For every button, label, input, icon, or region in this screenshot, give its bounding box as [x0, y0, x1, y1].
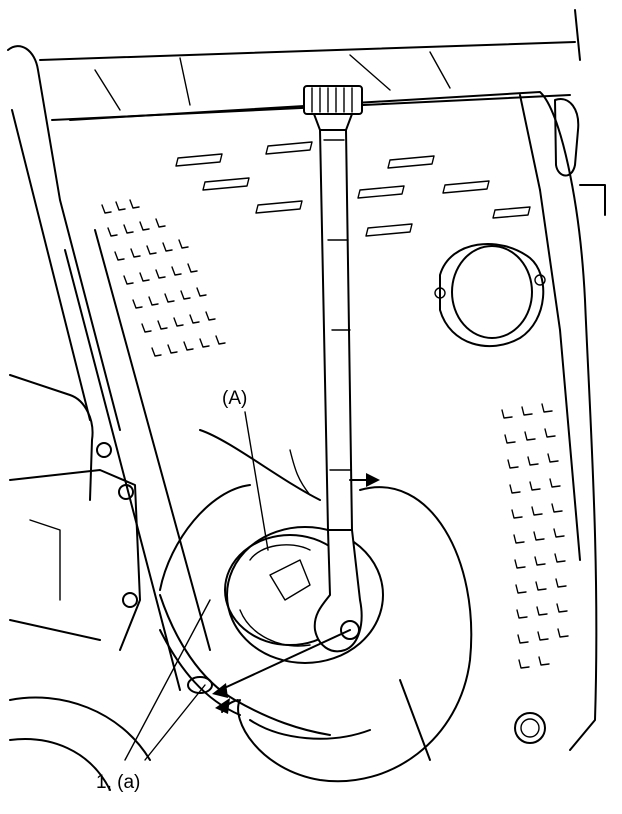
arrow-head-lower [212, 683, 228, 698]
louvers-left [101, 199, 226, 357]
label-tool: (A) [222, 388, 247, 409]
label-part: 1, (a) [96, 772, 140, 793]
oil-pipe [159, 594, 331, 736]
angle-indicators [212, 473, 380, 714]
engine-block-left [9, 374, 151, 791]
right-bracket [554, 98, 606, 216]
leader-part-2 [144, 684, 206, 761]
leader-lines [124, 411, 269, 761]
leader-part-1 [124, 599, 211, 761]
arrow-head-upper [366, 473, 380, 487]
left-rail [7, 45, 211, 691]
torque-wrench [303, 85, 363, 653]
disc-housing [159, 429, 473, 783]
flange-port [434, 242, 546, 347]
leader-tool [244, 411, 269, 551]
drain-plug [514, 712, 546, 744]
heat-shield [69, 91, 598, 751]
louvers-right [501, 403, 569, 669]
arrow-head-lower-2 [215, 698, 230, 714]
